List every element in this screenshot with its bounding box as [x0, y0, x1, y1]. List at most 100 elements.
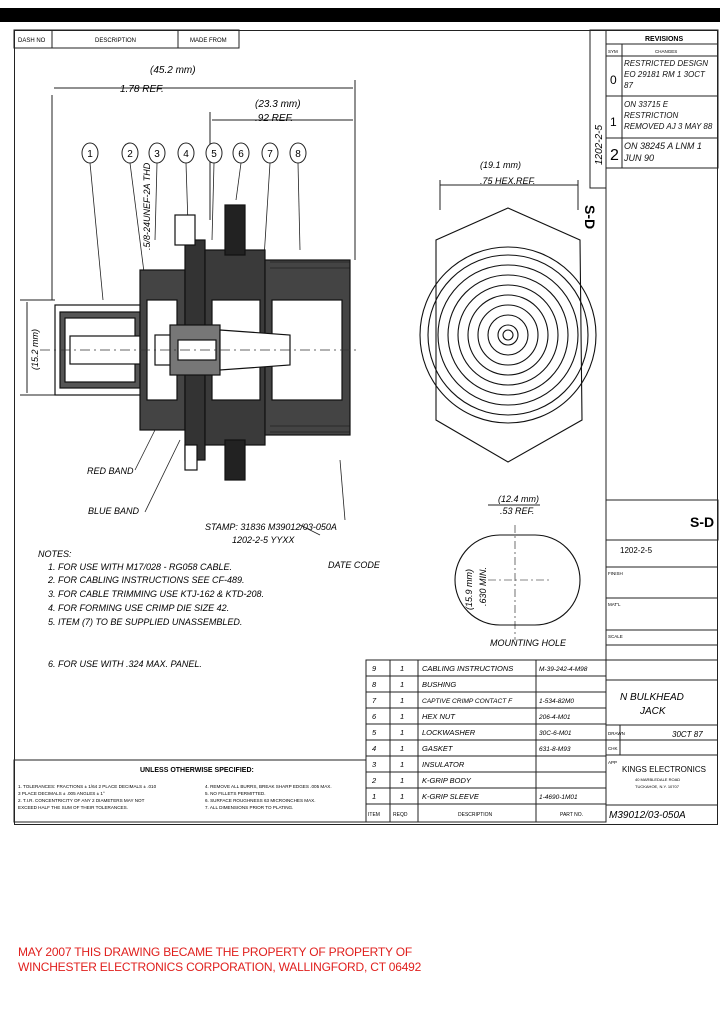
bom-item: 1 — [372, 792, 376, 801]
bom-description: HEX NUT — [422, 712, 456, 721]
bom-part-no: 30C-6-M01 — [539, 730, 572, 737]
drawing-sheet-border — [14, 30, 718, 825]
notes-heading: NOTES: — [38, 549, 72, 559]
bom-rows: 9 1 CABLING INSTRUCTIONS M-39-242-4-M98 … — [371, 664, 588, 801]
mounting-hole-label: MOUNTING HOLE — [490, 638, 567, 648]
bom-col-reqd: REQD — [393, 812, 408, 818]
bom-item: 6 — [372, 712, 377, 721]
bom-header: ITEM REQD DESCRIPTION PART NO. — [368, 812, 583, 818]
stamp-label-2: 1202-2-5 YYXX — [232, 535, 295, 545]
revisions-grid — [589, 29, 719, 189]
bom-item: 7 — [372, 696, 377, 705]
tolerance-title: UNLESS OTHERWISE SPECIFIED: — [140, 767, 254, 774]
bom-col-item: ITEM — [368, 812, 380, 818]
top-black-bar — [0, 8, 720, 22]
bom-col-description: DESCRIPTION — [458, 812, 493, 818]
date-code-label: DATE CODE — [328, 560, 381, 570]
title-part-small: 1202-2-5 — [620, 546, 653, 555]
ownership-notice-line-1: MAY 2007 THIS DRAWING BECAME THE PROPERT… — [18, 945, 413, 959]
bom-reqd: 1 — [400, 760, 404, 769]
note-4: 4. FOR FORMING USE CRIMP DIE SIZE 42. — [48, 603, 229, 613]
bom-description: LOCKWASHER — [422, 728, 476, 737]
leader-lines — [89, 162, 346, 536]
bom-description: INSULATOR — [422, 760, 465, 769]
rev-text-2: ON 38245 A LNM 1 JUN 90 — [624, 141, 702, 163]
bom-description: CABLING INSTRUCTIONS — [422, 664, 513, 673]
balloon-3: 3 — [154, 149, 160, 160]
label-drawn: DRAWN — [608, 731, 625, 736]
balloon-5: 5 — [211, 149, 217, 160]
company-address-2: TUCKAHOE, N.Y. 10707 — [635, 784, 680, 789]
revisions-col-changes: CHANGES — [655, 49, 677, 54]
tol-line-2: 3 PLACE DECIMALS ± .005 ANGLES ± 1° — [18, 791, 105, 796]
bom-item: 5 — [372, 728, 377, 737]
title-line-2: JACK — [639, 706, 667, 717]
bom-description: BUSHING — [422, 680, 456, 689]
note-3: 3. FOR CABLE TRIMMING USE KTJ-162 & KTD-… — [48, 589, 264, 599]
header-dash-no: DASH NO — [18, 38, 46, 44]
label-app: APP — [608, 760, 617, 765]
header-description: DESCRIPTION — [95, 38, 136, 44]
bom-part-no: 1-534-82M0 — [539, 698, 574, 705]
revisions-title: REVISIONS — [645, 36, 683, 43]
bom-part-no: 1-4690-1M01 — [539, 794, 578, 801]
bom-item: 9 — [372, 664, 377, 673]
ownership-notice: MAY 2007 THIS DRAWING BECAME THE PROPERT… — [18, 945, 438, 975]
note-2: 2. FOR CABLING INSTRUCTIONS SEE CF-489. — [47, 575, 245, 585]
note-6: 6. FOR USE WITH .324 MAX. PANEL. — [48, 659, 202, 669]
dim-flat-in: .53 REF. — [500, 506, 534, 516]
tol-line-4: EXCEED HALF THE SUM OF THEIR TOLERANCES. — [18, 805, 128, 810]
rev-text-0: RESTRICTED DESIGN EO 29181 RM 1 3OCT 87 — [624, 59, 709, 90]
dim-left-mm: (15.2 mm) — [30, 329, 40, 370]
bom-part-no: 631-8-M93 — [539, 746, 571, 753]
revisions-col-sym: SYM — [608, 49, 618, 54]
dimension-lines — [20, 80, 579, 506]
drawing-number: M39012/03-050A — [609, 810, 686, 821]
balloon-labels: 1 2 3 4 5 6 7 8 — [87, 149, 301, 160]
header-strip — [13, 29, 240, 49]
note-5: 5. ITEM (7) TO BE SUPPLIED UNASSEMBLED. — [48, 617, 242, 627]
bom-reqd: 1 — [400, 728, 404, 737]
red-band-label: RED BAND — [87, 466, 134, 476]
dim-hole-mm: (15.9 mm) — [464, 569, 474, 610]
bom-item: 3 — [372, 760, 377, 769]
tol-line-8: 7. ALL DIMENSIONS PRIOR TO PLATING. — [205, 805, 293, 810]
label-scale: SCALE — [608, 634, 623, 639]
balloon-8: 8 — [295, 149, 301, 160]
bom-reqd: 1 — [400, 792, 404, 801]
tol-line-6: 5. NO FILLETS PERMITTED. — [205, 791, 266, 796]
label-material: MAT'L — [608, 602, 621, 607]
bom-item: 8 — [372, 680, 377, 689]
bom-reqd: 1 — [400, 680, 404, 689]
balloon-7: 7 — [267, 149, 273, 160]
bom-description: K-GRIP SLEEVE — [422, 792, 480, 801]
dim-overall-mm: (45.2 mm) — [150, 65, 196, 76]
rev-sym-0: 0 — [610, 73, 617, 87]
label-chk: CHK — [608, 746, 618, 751]
dim-thread: .5/8-24UNEF-2A THD — [142, 162, 152, 250]
bom-reqd: 1 — [400, 744, 404, 753]
bom-item: 4 — [372, 744, 376, 753]
bom-reqd: 1 — [400, 696, 404, 705]
balloon-4: 4 — [183, 149, 189, 160]
label-finish: FINISH — [608, 571, 623, 576]
header-made-from: MADE FROM — [190, 38, 227, 44]
tol-line-5: 4. REMOVE ALL BURRS, BREAK SHARP EDGES .… — [205, 784, 332, 789]
bom-item: 2 — [371, 776, 377, 785]
balloon-6: 6 — [238, 149, 244, 160]
side-stamp: S-D — [582, 205, 598, 229]
bom-reqd: 1 — [400, 664, 404, 673]
bom-description: GASKET — [422, 744, 454, 753]
title-line-1: N BULKHEAD — [620, 692, 684, 703]
bom-description: K-GRIP BODY — [422, 776, 472, 785]
mounting-hole — [454, 525, 581, 640]
balloon-2: 2 — [127, 149, 133, 160]
dim-flat-mm: (12.4 mm) — [498, 494, 539, 504]
bom-description: CAPTIVE CRIMP CONTACT F — [422, 698, 513, 705]
dim-partial-mm: (23.3 mm) — [255, 99, 301, 110]
note-1: 1. FOR USE WITH M17/028 - RG058 CABLE. — [48, 562, 232, 572]
hex-end-view — [419, 207, 597, 463]
dim-hex-in: .75 HEX.REF. — [480, 176, 535, 186]
tol-line-1: 1. TOLERANCES: FRACTIONS ± 1/64 2 PLACE … — [18, 784, 157, 789]
